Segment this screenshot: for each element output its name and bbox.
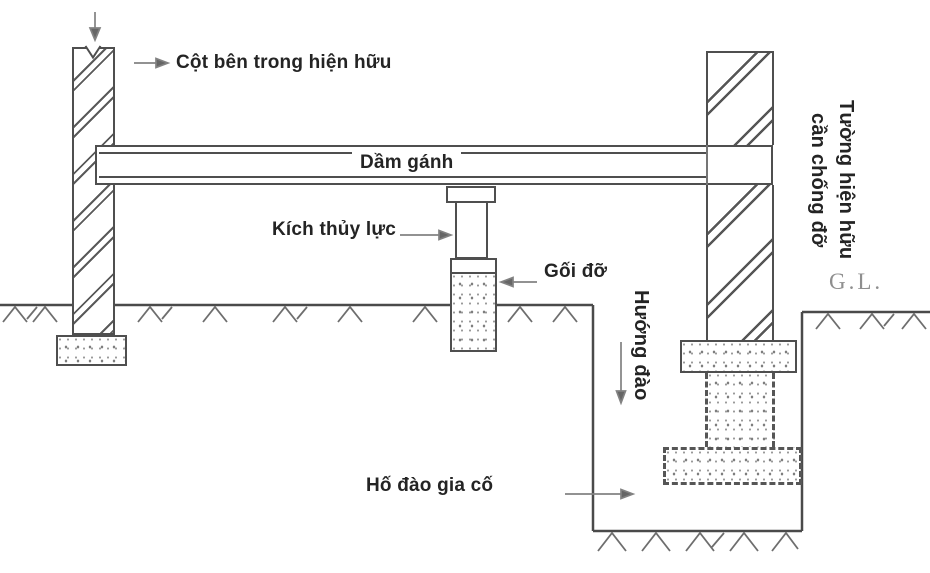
support-pad-top-plate [452, 260, 495, 274]
soil-tick [32, 305, 58, 323]
soil-tick [815, 312, 841, 330]
label-excavation-direction: Hướng đào [630, 289, 652, 401]
wall-edge-through-beam [706, 145, 708, 185]
soil-tick [137, 305, 173, 323]
pit-label-arrow-head [620, 488, 636, 500]
column-footing [56, 335, 127, 366]
soil-tick [729, 531, 759, 552]
soil-tick [412, 305, 438, 323]
excavation-direction-arrow-head [615, 390, 627, 406]
reinforced-block-lower [663, 447, 802, 485]
soil-tick [337, 305, 363, 323]
soil-tick [685, 531, 725, 552]
reinforced-block-under-footing [705, 373, 775, 447]
label-reinforced-pit: Hố đào gia cố [366, 475, 494, 496]
label-existing-wall: Tường hiện hữu cần chống đỡ [807, 100, 857, 260]
soil-tick [597, 531, 627, 552]
soil-tick [507, 305, 533, 323]
soil-tick [859, 312, 895, 330]
jack-label-arrow-head [438, 229, 454, 241]
beam-bottom-flange-line [99, 176, 706, 178]
soil-tick [202, 305, 228, 323]
label-ground-level: G.L. [829, 269, 884, 294]
support-pad [450, 258, 497, 352]
column-label-arrow-head [155, 57, 171, 69]
soil-tick [272, 305, 308, 323]
support-label-arrow-head [498, 276, 514, 288]
existing-wall-lower [706, 185, 774, 342]
existing-column [72, 47, 115, 335]
label-hydraulic-jack: Kích thủy lực [272, 219, 397, 240]
label-support-pad: Gối đỡ [544, 261, 608, 282]
label-existing-column: Cột bên trong hiện hữu [176, 52, 392, 73]
label-needle-beam: Dầm gánh [352, 151, 462, 175]
existing-wall-upper [706, 51, 774, 145]
soil-tick [771, 531, 799, 552]
support-pad-concrete [452, 274, 495, 350]
wall-footing [680, 340, 797, 373]
jack-cylinder [455, 201, 488, 259]
load-arrow-head [88, 27, 102, 43]
soil-tick [641, 531, 671, 552]
soil-tick [2, 305, 38, 323]
soil-tick [901, 312, 927, 330]
soil-tick [552, 305, 578, 323]
